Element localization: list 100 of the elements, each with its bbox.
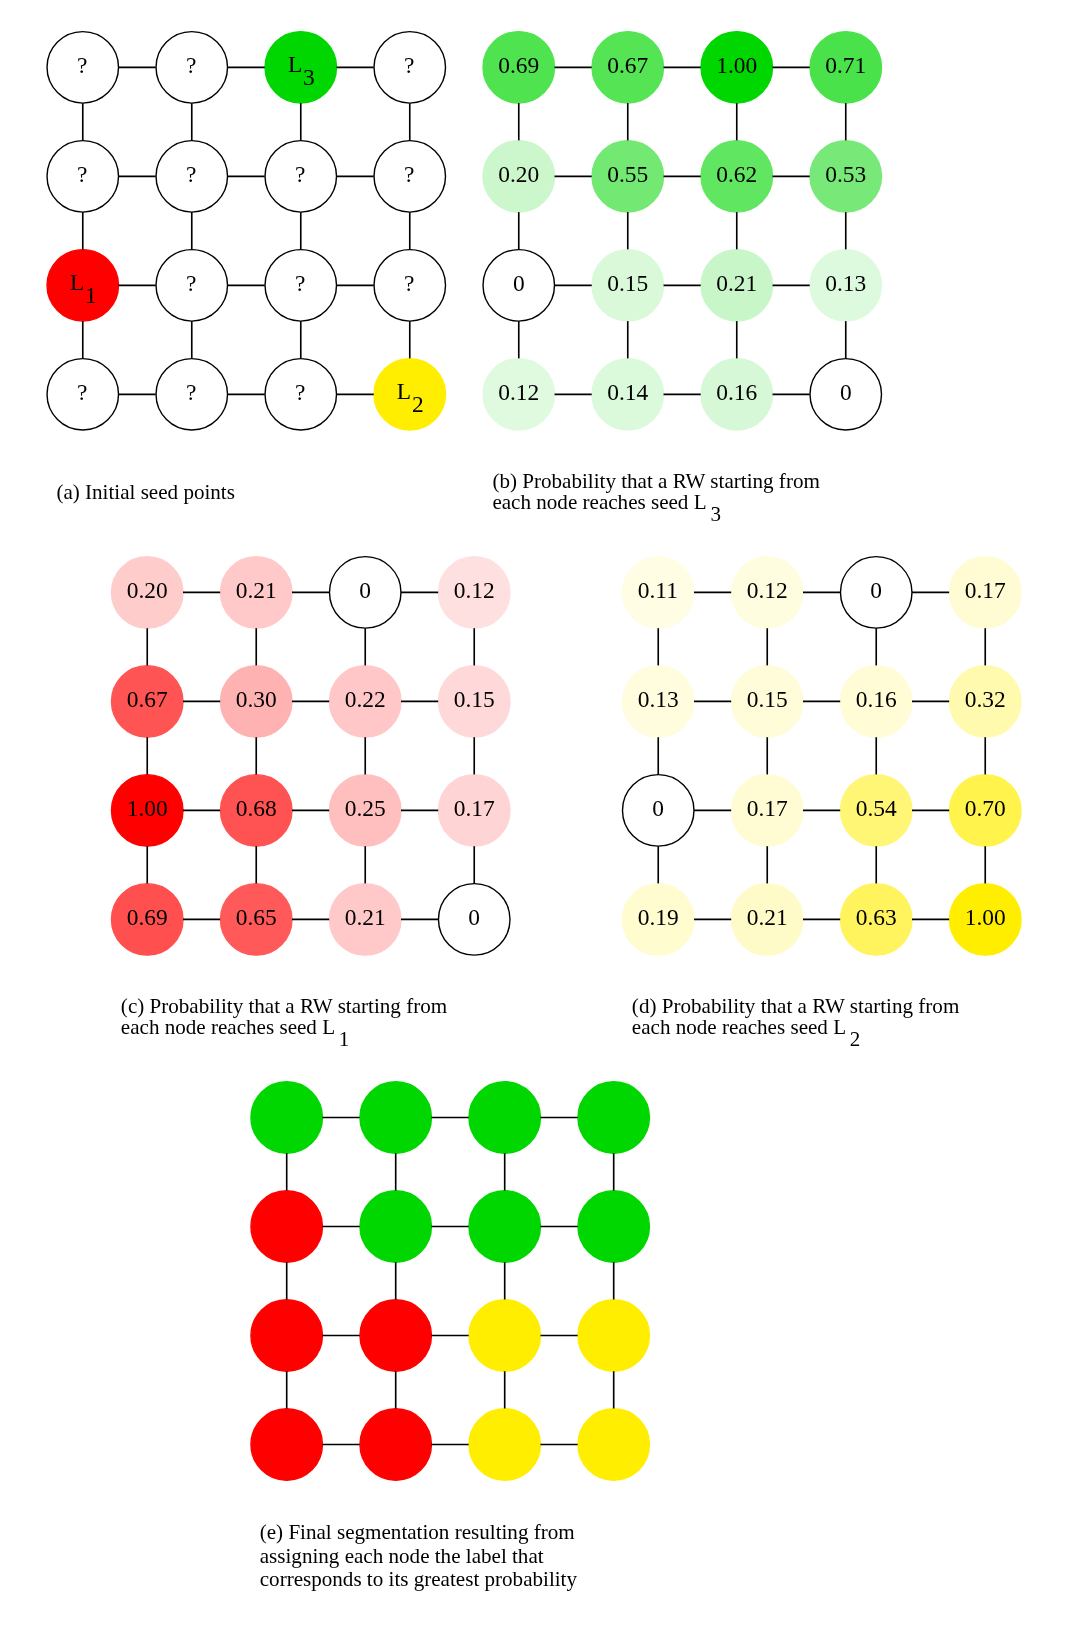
node-circle [467, 1081, 541, 1154]
node-circle: ? [154, 248, 228, 322]
node-circle: 0.15 [730, 664, 804, 738]
node-circle: 0.15 [590, 248, 664, 322]
node-circle: ? [372, 30, 446, 104]
connector [290, 809, 330, 812]
node-circle: 0.71 [808, 30, 882, 104]
connector [765, 845, 768, 885]
connector [363, 845, 366, 885]
connector [844, 320, 847, 360]
connector [801, 700, 841, 703]
connector [335, 66, 375, 69]
node-circle: 0.65 [219, 882, 293, 956]
connector [662, 284, 702, 287]
connector [983, 845, 986, 885]
connector [503, 1261, 505, 1301]
node-circle [249, 1299, 323, 1372]
node-circle: 0.17 [948, 555, 1022, 629]
connector [321, 1443, 360, 1446]
connector [81, 211, 84, 251]
node-circle: 0.21 [219, 555, 293, 629]
connector [285, 1370, 287, 1410]
connector [399, 591, 439, 594]
node-circle: ? [154, 139, 228, 213]
label: (a) Initial seed points [55, 479, 235, 504]
node-circle: 0.19 [621, 882, 695, 956]
node-circle: 0.11 [621, 555, 695, 629]
node-circle [358, 1299, 432, 1372]
connector [692, 591, 732, 594]
connector [874, 736, 877, 776]
node-circle [249, 1408, 323, 1481]
connector [335, 284, 375, 287]
connector [910, 918, 950, 921]
node-circle: 1.00 [699, 30, 773, 104]
connector [472, 736, 475, 776]
connector [503, 1370, 505, 1410]
connector [117, 284, 157, 287]
connector [517, 320, 520, 360]
connector [874, 627, 877, 667]
node-circle: ? [372, 248, 446, 322]
node-circle: 0.12 [481, 357, 555, 431]
connector [321, 1225, 360, 1228]
connector [285, 1261, 287, 1301]
connector [363, 627, 366, 667]
node-circle: ? [372, 139, 446, 213]
connector [226, 284, 266, 287]
connector [181, 918, 221, 921]
connector [983, 736, 986, 776]
connector [430, 1334, 469, 1337]
node-circle: 1.00 [948, 882, 1022, 956]
node-circle [249, 1081, 323, 1154]
connector [408, 211, 411, 251]
connector [321, 1116, 360, 1119]
connector [692, 700, 732, 703]
connector [117, 393, 157, 396]
node-circle [467, 1408, 541, 1481]
node-circle: 0.13 [808, 248, 882, 322]
connector [81, 102, 84, 142]
node-circle [576, 1081, 650, 1154]
node-circle: 0.69 [110, 882, 184, 956]
node-circle: 0.68 [219, 773, 293, 847]
connector [910, 809, 950, 812]
connector [503, 1152, 505, 1192]
connector [145, 736, 148, 776]
node-circle: 0.20 [110, 555, 184, 629]
node-circle: ? [45, 139, 119, 213]
node-circle: ? [263, 357, 337, 431]
node-circle: 0.13 [621, 664, 695, 738]
node-circle: ? [154, 30, 228, 104]
connector [612, 1152, 615, 1192]
connector [399, 918, 439, 921]
connector [190, 211, 193, 251]
connector [181, 700, 221, 703]
connector [735, 320, 738, 360]
connector [81, 320, 84, 360]
connector [771, 393, 811, 396]
connector [539, 1116, 578, 1119]
connector [190, 102, 193, 142]
connector [662, 66, 702, 69]
connector [735, 211, 738, 251]
node-circle [576, 1190, 650, 1263]
connector [190, 320, 193, 360]
connector [983, 627, 986, 667]
connector [335, 393, 375, 396]
node-circle: 0.16 [839, 664, 913, 738]
connector [910, 591, 950, 594]
connector [430, 1116, 469, 1119]
connector [117, 175, 157, 178]
node-circle: 0.53 [808, 139, 882, 213]
node-circle: 0.30 [219, 664, 293, 738]
node-circle: 0.22 [328, 664, 402, 738]
connector [656, 627, 659, 667]
connector [226, 393, 266, 396]
node-circle [576, 1299, 650, 1372]
connector [321, 1334, 360, 1337]
node-circle: ? [263, 139, 337, 213]
connector [145, 627, 148, 667]
node-circle [576, 1408, 650, 1481]
connector [394, 1370, 396, 1410]
connector [290, 918, 330, 921]
